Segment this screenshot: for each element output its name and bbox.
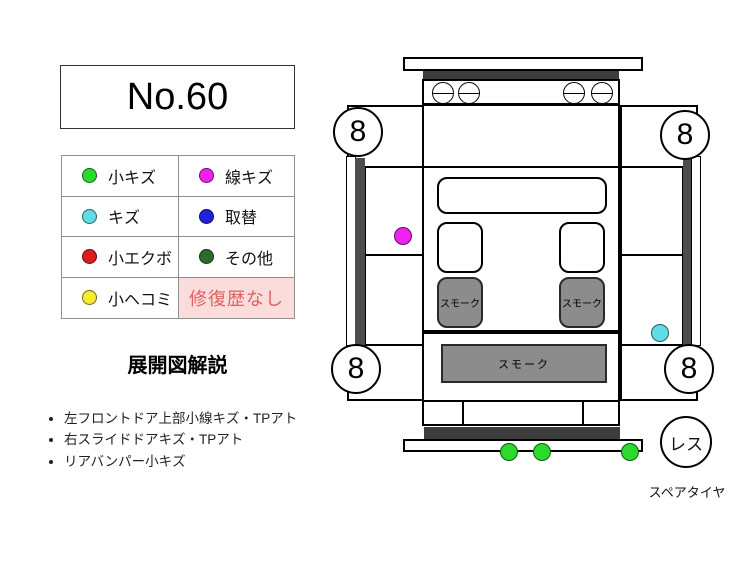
right-rear-smoked-window: スモーク (559, 277, 605, 328)
spare-tire-status-badge: レス (660, 416, 712, 468)
legend-item-small-dent: 小ヘコミ (62, 277, 179, 318)
rear-smoked-window: スモーク (441, 344, 607, 383)
smoke-label: スモーク (498, 358, 550, 371)
taillight-divider-right (582, 402, 584, 424)
legend-label: その他 (225, 250, 274, 268)
left-door-panel (364, 166, 425, 346)
legend-item-small-scratch: 小キズ (62, 156, 179, 197)
explanation-heading: 展開図解説 (127, 355, 228, 377)
rear-lower-strip (424, 427, 620, 439)
damage-dot (651, 324, 669, 342)
note-item: 左フロントドア上部小線キズ・TPアト (64, 411, 342, 428)
front-bumper (403, 57, 643, 71)
legend-label: 小キズ (108, 169, 157, 187)
legend-dot-icon (82, 249, 97, 265)
right-door-split-line (620, 254, 684, 256)
taillight-divider-left (462, 402, 464, 424)
legend-label: 小ヘコミ (108, 291, 173, 309)
right-side-step-strip (691, 156, 701, 346)
legend-label: 線キズ (225, 169, 274, 187)
headlight-left-inner-icon (458, 82, 480, 104)
report-number-box: No.60 (60, 65, 295, 129)
legend-dot-icon (82, 208, 97, 224)
report-number: No.60 (126, 75, 229, 118)
note-item: 右スライドドアキズ・TPアト (64, 432, 342, 449)
legend-dot-icon (82, 168, 97, 184)
left-front-window (437, 222, 483, 273)
legend-item-replaced: 取替 (179, 197, 294, 237)
right-side-sill-strip (683, 158, 692, 345)
taillight-panel (422, 400, 620, 426)
no-repair-history-label: 修復歴なし (189, 288, 284, 309)
legend-item-scratch: キズ (62, 196, 179, 237)
damage-dot (533, 443, 551, 461)
headlight-left-outer-icon (432, 82, 454, 104)
right-front-window (559, 222, 605, 273)
legend-dot-icon (199, 168, 214, 184)
smoke-label: スモーク (440, 299, 480, 310)
damage-dot (500, 443, 518, 461)
damage-dot (394, 227, 412, 245)
spare-tire-status: レス (669, 434, 703, 454)
no-repair-history-cell: 修復歴なし (179, 277, 294, 318)
hood-panel (422, 104, 620, 168)
legend-dot-icon (82, 290, 97, 306)
left-door-split-line (364, 254, 425, 256)
note-item: リアバンパー小キズ (64, 454, 342, 471)
headlight-panel (422, 79, 620, 105)
legend-label: キズ (108, 210, 141, 228)
tire-depth-badge-rear-left: 8 (331, 344, 381, 394)
tire-depth-badge-front-left: 8 (333, 107, 383, 157)
headlight-right-outer-icon (591, 82, 613, 104)
legend-dot-icon (199, 249, 214, 265)
left-rear-smoked-window: スモーク (437, 277, 483, 328)
tire-depth-badge-front-right: 8 (660, 110, 710, 160)
explanation-notes: 左フロントドア上部小線キズ・TPアト 右スライドドアキズ・TPアト リアバンパー… (42, 411, 342, 475)
rear-bumper (403, 439, 643, 452)
legend-dot-icon (199, 208, 214, 224)
tire-depth-badge-rear-right: 8 (664, 344, 714, 394)
smoke-label: スモーク (562, 299, 602, 310)
windshield (437, 177, 607, 214)
damage-dot (621, 443, 639, 461)
legend-item-other: その他 (179, 237, 294, 278)
damage-legend: 小キズ 線キズ キズ 取替 小エクボ その他 小ヘコミ 修復歴なし (61, 155, 295, 319)
legend-item-small-dimple: 小エクボ (62, 237, 179, 278)
legend-item-line-scratch: 線キズ (179, 156, 294, 197)
left-side-sill-strip (355, 158, 365, 345)
right-door-panel (620, 166, 684, 346)
front-grille-strip (423, 68, 619, 81)
headlight-right-inner-icon (563, 82, 585, 104)
legend-label: 取替 (225, 210, 258, 228)
legend-label: 小エクボ (108, 250, 173, 268)
spare-tire-caption: スペアタイヤ (648, 485, 726, 500)
